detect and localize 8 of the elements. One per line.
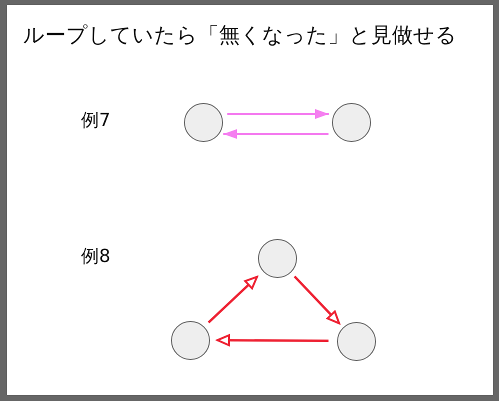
arrow — [294, 276, 340, 324]
arrow — [223, 129, 328, 139]
arrow — [216, 334, 328, 346]
arrow — [208, 276, 258, 324]
arrow — [227, 109, 329, 119]
title: ループしていたら「無くなった」と見做せる — [23, 22, 457, 48]
example-label: 例8 — [81, 245, 110, 269]
example-label: 例7 — [81, 109, 110, 133]
